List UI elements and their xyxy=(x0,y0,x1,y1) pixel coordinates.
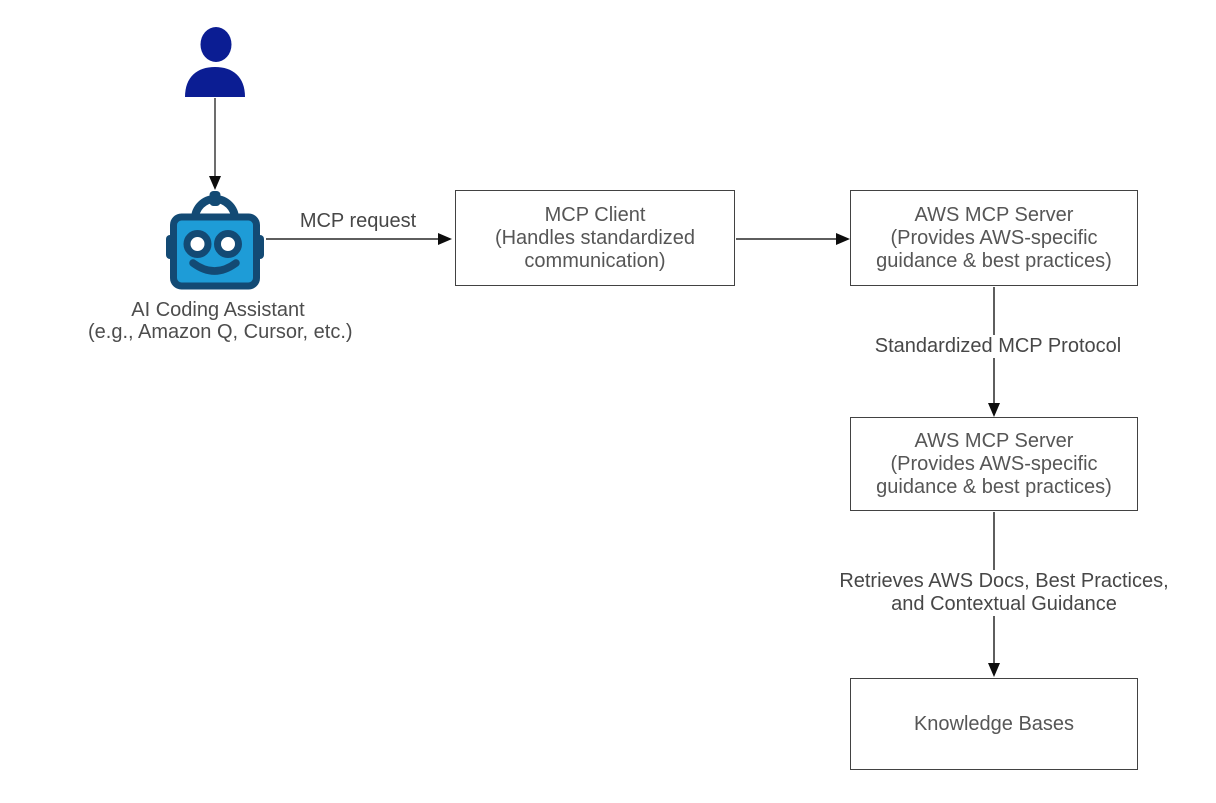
standardized-protocol-edge-label: Standardized MCP Protocol xyxy=(849,335,1147,358)
mcp-request-arrowhead xyxy=(438,233,452,245)
mcp-client-line-1: MCP Client xyxy=(544,203,646,226)
robot-icon xyxy=(166,191,264,290)
aws-mcp-server-2-line-2: (Provides AWS-specific xyxy=(890,452,1098,475)
ai-assistant-caption-line-2: (e.g., Amazon Q, Cursor, etc.) xyxy=(88,321,353,343)
retrieves-edge-label-line-2: and Contextual Guidance xyxy=(891,593,1117,615)
aws-mcp-server-1-line-3: guidance & best practices) xyxy=(876,249,1112,272)
retrieves-edge-label-line-1: Retrieves AWS Docs, Best Practices, xyxy=(839,570,1169,592)
user-to-assistant-arrowhead xyxy=(209,176,221,190)
aws-mcp-server-1-line-1: AWS MCP Server xyxy=(914,203,1074,226)
person-icon xyxy=(183,27,247,97)
aws-mcp-server-2-box: AWS MCP Server (Provides AWS-specific gu… xyxy=(850,417,1138,511)
aws-mcp-server-2-line-3: guidance & best practices) xyxy=(876,475,1112,498)
ai-assistant-caption-line-1: AI Coding Assistant xyxy=(131,299,305,321)
aws-mcp-server-1-box: AWS MCP Server (Provides AWS-specific gu… xyxy=(850,190,1138,286)
ai-assistant-caption: AI Coding Assistant (e.g., Amazon Q, Cur… xyxy=(88,299,353,343)
server-to-kb-arrowhead xyxy=(988,663,1000,677)
client-to-server-arrowhead xyxy=(836,233,850,245)
server-to-server-arrowhead xyxy=(988,403,1000,417)
mcp-request-edge-label: MCP request xyxy=(299,210,417,232)
retrieves-edge-label: Retrieves AWS Docs, Best Practices, and … xyxy=(810,570,1198,616)
knowledge-bases-box: Knowledge Bases xyxy=(850,678,1138,770)
mcp-client-line-3: communication) xyxy=(524,249,666,272)
mcp-client-box: MCP Client (Handles standardized communi… xyxy=(455,190,735,286)
knowledge-bases-label: Knowledge Bases xyxy=(913,712,1075,735)
aws-mcp-server-2-line-1: AWS MCP Server xyxy=(914,429,1074,452)
mcp-client-line-2: (Handles standardized xyxy=(494,226,696,249)
aws-mcp-server-1-line-2: (Provides AWS-specific xyxy=(890,226,1098,249)
